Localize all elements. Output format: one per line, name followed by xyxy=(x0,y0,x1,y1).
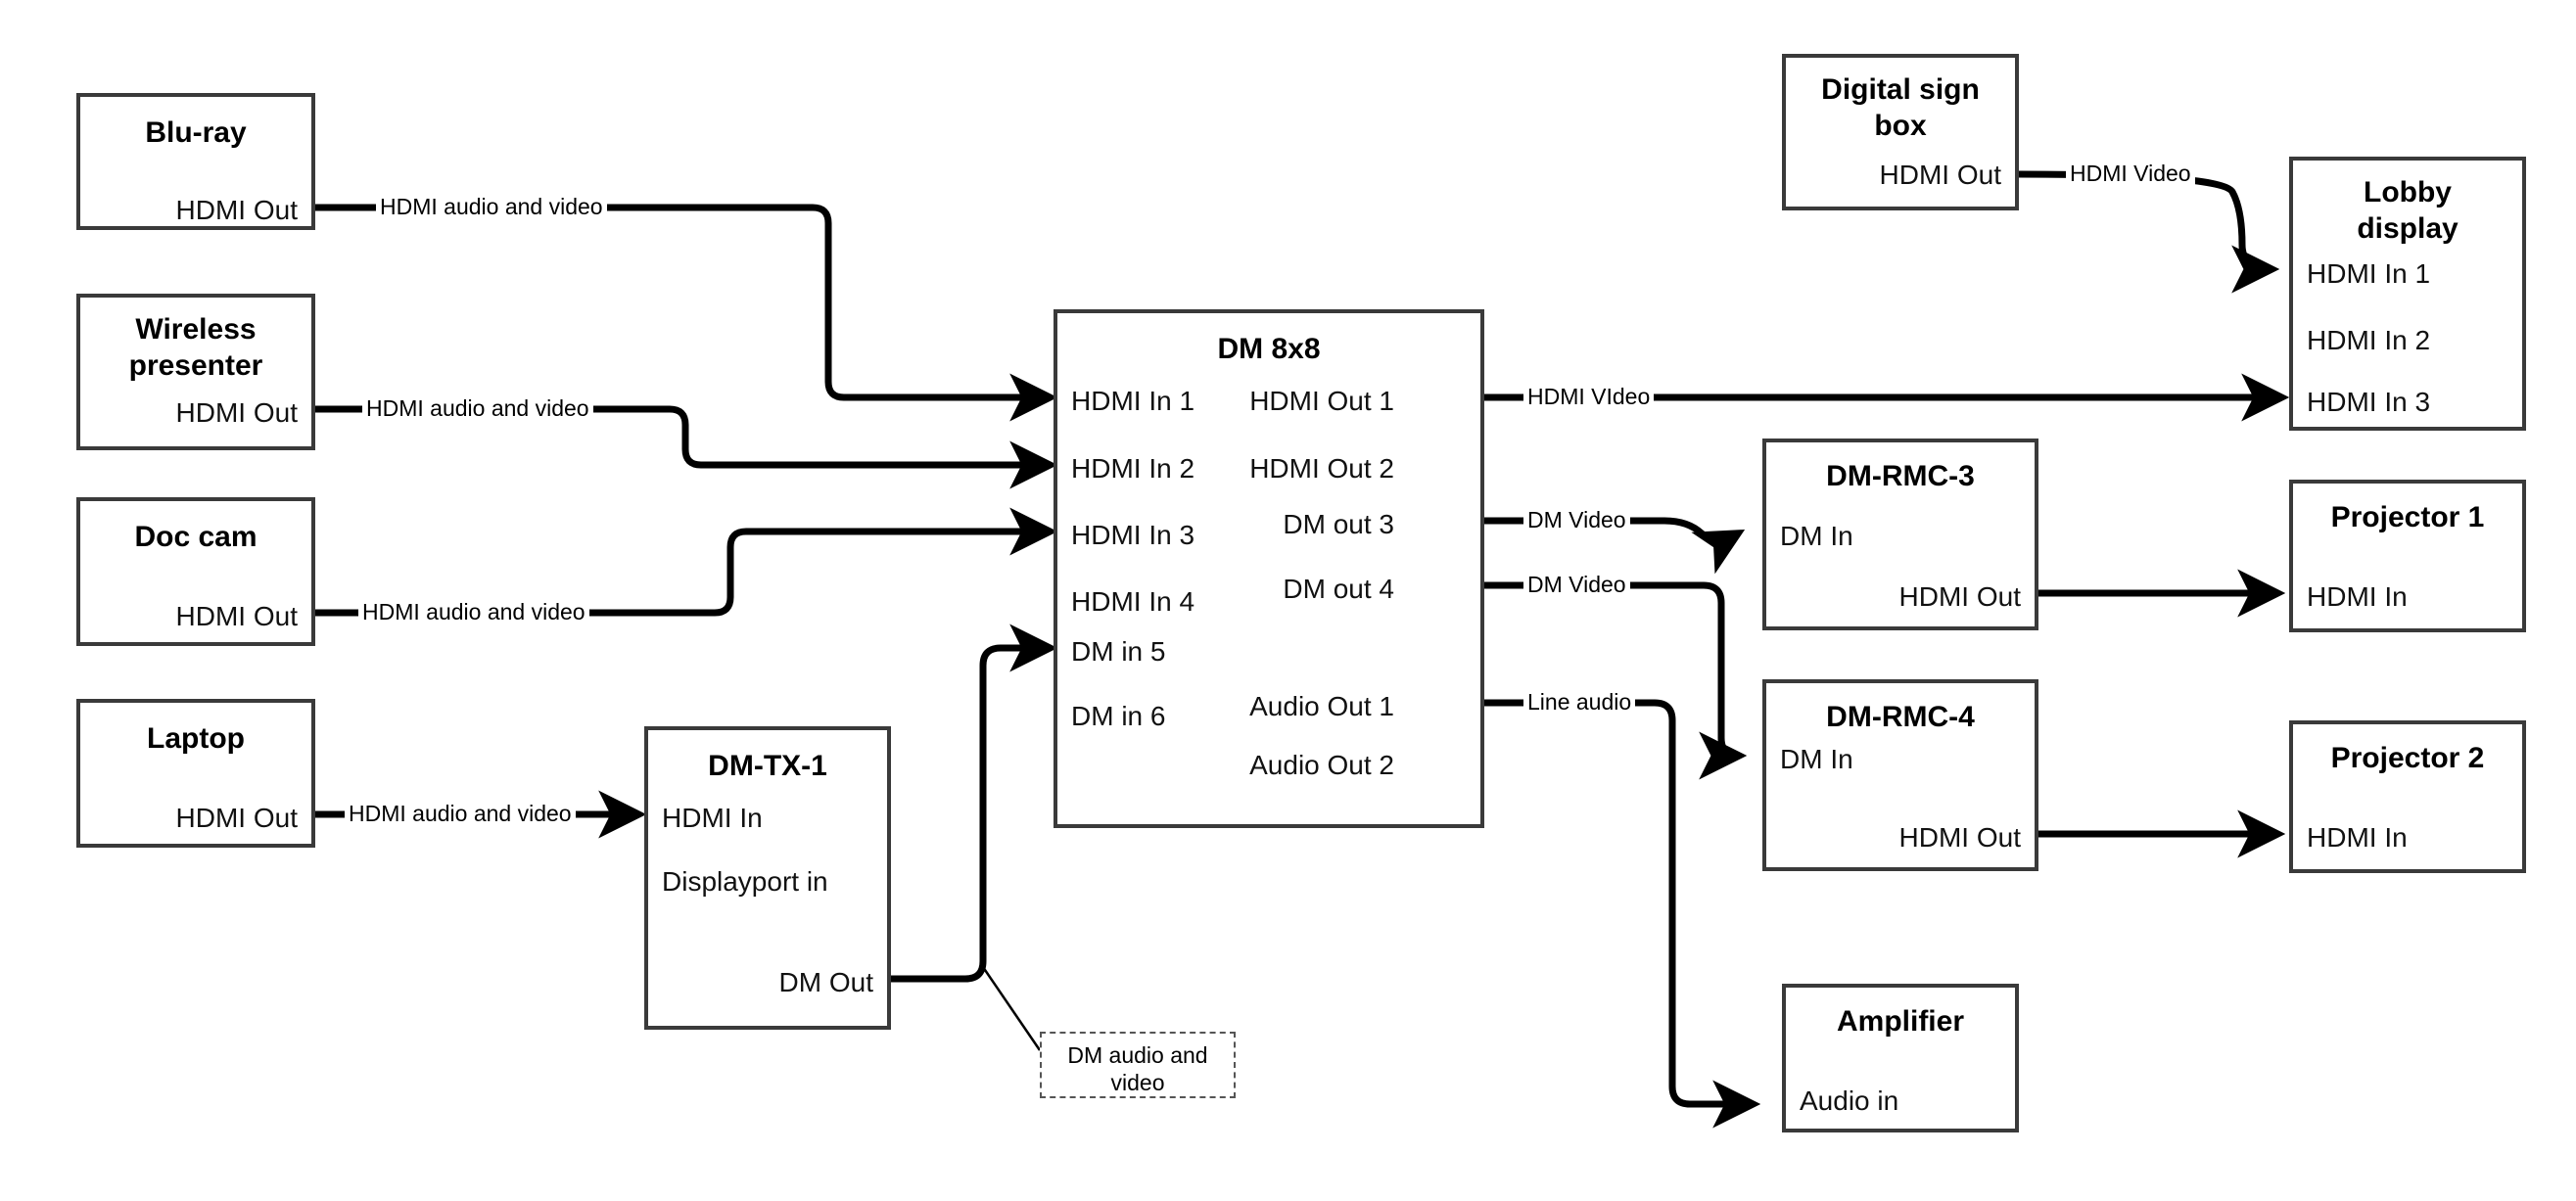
node-dm-rmc-4-title: DM-RMC-4 xyxy=(1826,701,1975,733)
node-projector-1-title: Projector 1 xyxy=(2330,501,2485,533)
node-lobby-display[interactable]: Lobby display HDMI In 1 HDMI In 2 HDMI I… xyxy=(2289,157,2526,431)
wire-label-dm-out-3-to-dmrmc3: DM Video xyxy=(1523,507,1630,532)
node-projector-1[interactable]: Projector 1 HDMI In xyxy=(2289,480,2526,632)
node-dm-rmc-4-port-dm-in: DM In xyxy=(1780,744,1853,774)
node-dm-8x8-output-4: DM out 4 xyxy=(1283,574,1394,604)
wire-dmtx1-to-dm-in-5 xyxy=(891,624,1058,983)
node-dm-tx-1-port-dm-out: DM Out xyxy=(778,967,873,997)
node-lobby-display-input-2: HDMI In 2 xyxy=(2307,325,2431,355)
wire-label-doccam-to-hdmi-in-3: HDMI audio and video xyxy=(358,599,589,624)
node-dm-rmc-4-port-hdmi-out: HDMI Out xyxy=(1898,822,2021,853)
wire-label-audio-out-1-to-amplifier: Line audio xyxy=(1523,689,1636,715)
node-lobby-display-input-1: HDMI In 1 xyxy=(2307,258,2431,289)
node-dm-rmc-3-port-hdmi-out: HDMI Out xyxy=(1898,581,2021,612)
node-dm-8x8-output-1: HDMI Out 1 xyxy=(1249,386,1394,416)
node-dm-8x8-input-3: HDMI In 3 xyxy=(1071,520,1195,550)
node-dm-8x8[interactable]: DM 8x8 HDMI In 1 HDMI In 2 HDMI In 3 HDM… xyxy=(1054,309,1484,828)
node-dm-8x8-input-4: HDMI In 4 xyxy=(1071,586,1195,617)
node-wireless-presenter-title-line2: presenter xyxy=(128,349,263,382)
node-doc-cam[interactable]: Doc cam HDMI Out xyxy=(76,497,315,646)
node-doc-cam-port-hdmi-out: HDMI Out xyxy=(175,601,298,631)
wire-audio-out-1-to-amplifier xyxy=(1480,699,1761,1129)
node-laptop-port-hdmi-out: HDMI Out xyxy=(175,803,298,833)
callout-leader-line xyxy=(981,966,1042,1051)
node-lobby-display-title-line1: Lobby xyxy=(2364,176,2452,208)
node-dm-8x8-output-3: DM out 3 xyxy=(1283,509,1394,539)
node-dm-8x8-input-5: DM in 5 xyxy=(1071,636,1166,667)
wire-dm-out-4-to-dmrmc4 xyxy=(1480,581,1748,780)
node-dm-8x8-input-6: DM in 6 xyxy=(1071,701,1166,731)
node-bluray-title: Blu-ray xyxy=(145,116,247,149)
node-dm-8x8-input-2: HDMI In 2 xyxy=(1071,453,1195,484)
callout-dm-audio-and-video: DM audio and video xyxy=(1040,1032,1236,1098)
node-dm-tx-1[interactable]: DM-TX-1 HDMI In Displayport in DM Out xyxy=(644,726,891,1030)
node-amplifier[interactable]: Amplifier Audio in xyxy=(1782,984,2019,1132)
node-digital-sign-box-title-line2: box xyxy=(1874,110,1927,142)
wire-label-hdmi-out-1-to-lobby: HDMI VIdeo xyxy=(1523,384,1655,409)
node-dm-rmc-4[interactable]: DM-RMC-4 DM In HDMI Out xyxy=(1762,679,2038,871)
wire-label-wireless-to-hdmi-in-2: HDMI audio and video xyxy=(362,395,593,421)
wire-bluray-to-hdmi-in-1 xyxy=(315,204,1058,422)
node-amplifier-title: Amplifier xyxy=(1836,1005,1965,1038)
node-dm-tx-1-port-displayport-in: Displayport in xyxy=(662,866,828,897)
node-dm-rmc-3-port-dm-in: DM In xyxy=(1780,521,1853,551)
wire-digitalsign-to-lobby-in-1 xyxy=(2018,170,2280,294)
node-digital-sign-box-port-hdmi-out: HDMI Out xyxy=(1879,160,2001,190)
wire-label-bluray-to-hdmi-in-1: HDMI audio and video xyxy=(376,194,607,219)
node-projector-2-port-hdmi-in: HDMI In xyxy=(2307,822,2408,853)
node-bluray[interactable]: Blu-ray HDMI Out xyxy=(76,93,315,230)
node-dm-rmc-3[interactable]: DM-RMC-3 DM In HDMI Out xyxy=(1762,439,2038,630)
node-digital-sign-box-title-line1: Digital sign xyxy=(1821,73,1980,106)
node-wireless-presenter[interactable]: Wireless presenter HDMI Out xyxy=(76,294,315,450)
node-dm-8x8-output-5: Audio Out 1 xyxy=(1249,691,1394,721)
wire-label-laptop-to-dmtx1: HDMI audio and video xyxy=(345,801,576,826)
node-lobby-display-input-3: HDMI In 3 xyxy=(2307,387,2431,417)
node-lobby-display-title-line2: display xyxy=(2357,212,2459,245)
node-digital-sign-box[interactable]: Digital sign box HDMI Out xyxy=(1782,54,2019,210)
node-wireless-presenter-port-hdmi-out: HDMI Out xyxy=(175,397,298,428)
node-projector-1-port-hdmi-in: HDMI In xyxy=(2307,581,2408,612)
node-bluray-port-hdmi-out: HDMI Out xyxy=(175,195,298,225)
node-laptop[interactable]: Laptop HDMI Out xyxy=(76,699,315,848)
node-wireless-presenter-title-line1: Wireless xyxy=(135,313,257,346)
node-dm-8x8-output-6: Audio Out 2 xyxy=(1249,750,1394,780)
node-dm-8x8-title: DM 8x8 xyxy=(1217,333,1321,365)
node-dm-rmc-3-title: DM-RMC-3 xyxy=(1826,460,1975,492)
node-laptop-title: Laptop xyxy=(147,722,245,755)
node-projector-2-title: Projector 2 xyxy=(2330,742,2485,774)
node-amplifier-port-audio-in: Audio in xyxy=(1800,1086,1899,1116)
wire-label-digitalsign-to-lobby: HDMI Video xyxy=(2066,161,2195,186)
wire-label-dm-out-4-to-dmrmc4: DM Video xyxy=(1523,572,1630,597)
node-doc-cam-title: Doc cam xyxy=(134,521,258,553)
node-dm-tx-1-port-hdmi-in: HDMI In xyxy=(662,803,763,833)
node-dm-8x8-input-1: HDMI In 1 xyxy=(1071,386,1195,416)
node-dm-tx-1-title: DM-TX-1 xyxy=(708,750,827,782)
node-projector-2[interactable]: Projector 2 HDMI In xyxy=(2289,720,2526,873)
node-dm-8x8-output-2: HDMI Out 2 xyxy=(1249,453,1394,484)
